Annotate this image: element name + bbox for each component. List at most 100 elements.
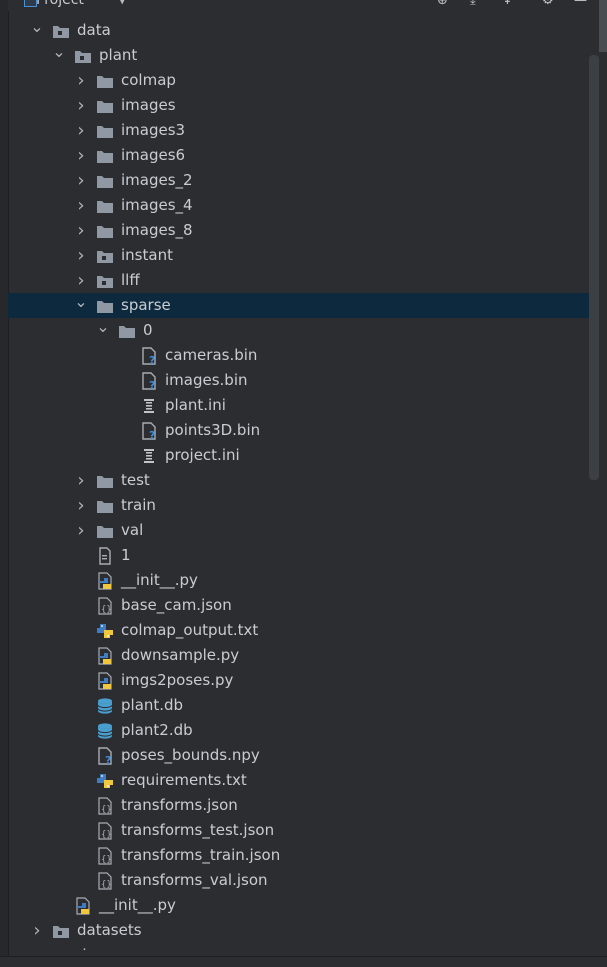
tree-node-label: images xyxy=(121,96,176,114)
bottom-toolbar xyxy=(0,956,607,967)
tree-node-images3[interactable]: ›images3 xyxy=(8,118,599,143)
chevron-right-icon[interactable]: › xyxy=(77,70,85,91)
chevron-right-icon[interactable]: › xyxy=(30,943,44,950)
json-file-icon: {} xyxy=(96,597,114,615)
tree-node-transforms-val-json[interactable]: {}transforms_val.json xyxy=(8,868,599,893)
chevron-right-icon[interactable]: › xyxy=(33,920,41,941)
tree-node-init-py[interactable]: __init__.py xyxy=(8,893,599,918)
tree-node-label: docs xyxy=(77,943,112,950)
tree-node-colmap-output-txt[interactable]: colmap_output.txt xyxy=(8,618,599,643)
tree-node-val[interactable]: › val xyxy=(8,518,599,543)
tree-node-label: val xyxy=(121,521,144,539)
svg-text:{}: {} xyxy=(101,880,112,890)
chevron-down-icon[interactable]: ⌄ xyxy=(96,317,110,336)
tree-node-label: plant2.db xyxy=(121,721,193,739)
json-file-icon: {} xyxy=(96,797,114,815)
tree-node-instant[interactable]: ›instant xyxy=(8,243,599,268)
collapse-all-icon[interactable]: ⤓ xyxy=(470,0,476,8)
tree-node-label: images6 xyxy=(121,146,186,164)
tree-node-transforms-test-json[interactable]: {}transforms_test.json xyxy=(8,818,599,843)
chevron-down-icon[interactable]: ⌄ xyxy=(74,292,88,311)
json-file-icon: {} xyxy=(96,822,114,840)
tree-node-colmap[interactable]: ›colmap xyxy=(8,68,599,93)
json-file-icon: {} xyxy=(96,872,114,890)
chevron-right-icon[interactable]: › xyxy=(77,270,85,291)
tree-node-images-8[interactable]: ›images_8 xyxy=(8,218,599,243)
tree-node-images-2[interactable]: ›images_2 xyxy=(8,168,599,193)
database-icon xyxy=(96,722,114,740)
folder-icon xyxy=(96,522,114,540)
tree-node-images-4[interactable]: › images_4 xyxy=(8,193,599,218)
chevron-right-icon[interactable]: › xyxy=(77,145,85,166)
tree-node-test[interactable]: ›test xyxy=(8,468,599,493)
tree-node-label: points3D.bin xyxy=(165,421,261,439)
tree-node-llff[interactable]: ›llff xyxy=(8,268,599,293)
tree-node-imgs2poses-py[interactable]: imgs2poses.py xyxy=(8,668,599,693)
unknown-file-icon: ? xyxy=(96,747,114,767)
tree-node-label: sparse xyxy=(121,296,171,314)
unknown-file-icon: ? xyxy=(140,347,158,367)
tree-node-images[interactable]: › images xyxy=(8,93,599,118)
tree-node-data[interactable]: ⌄data xyxy=(8,18,599,43)
folder-icon xyxy=(96,97,114,115)
expand-icon[interactable]: ⇞ xyxy=(502,0,513,8)
folder-icon xyxy=(96,297,114,315)
tree-node-transforms-json[interactable]: {}transforms.json xyxy=(8,793,599,818)
chevron-right-icon[interactable]: › xyxy=(77,95,85,116)
chevron-right-icon[interactable]: › xyxy=(77,495,85,516)
tree-node-label: plant.ini xyxy=(165,396,226,414)
python-file-icon xyxy=(96,647,114,665)
tree-node-label: datasets xyxy=(77,921,142,939)
module-folder-icon xyxy=(52,22,70,40)
tree-node-label: cameras.bin xyxy=(165,346,258,364)
tree-node-plant-db[interactable]: plant.db xyxy=(8,693,599,718)
chevron-right-icon[interactable]: › xyxy=(77,245,85,266)
database-icon xyxy=(96,697,114,715)
tree-node-poses-bounds-npy[interactable]: ? poses_bounds.npy xyxy=(8,743,599,768)
tree-node-datasets[interactable]: › datasets xyxy=(8,918,599,943)
svg-text:{}: {} xyxy=(101,855,112,865)
tree-node-1[interactable]: 1 xyxy=(8,543,599,568)
chevron-down-icon[interactable]: ⌄ xyxy=(52,42,66,61)
tree-node-cameras-bin[interactable]: ? cameras.bin xyxy=(8,343,599,368)
tree-node-requirements-txt[interactable]: requirements.txt xyxy=(8,768,599,793)
chevron-right-icon[interactable]: › xyxy=(77,220,85,241)
module-folder-icon xyxy=(96,272,114,290)
chevron-right-icon[interactable]: › xyxy=(77,470,85,491)
tree-node-init-py[interactable]: __init__.py xyxy=(8,568,599,593)
module-folder-icon xyxy=(52,947,70,950)
tree-node-plant-ini[interactable]: plant.ini xyxy=(8,393,599,418)
project-tree[interactable]: ⌄data⌄plant›colmap›images›images3›images… xyxy=(8,18,599,950)
chevron-right-icon[interactable]: › xyxy=(77,170,85,191)
chevron-right-icon[interactable]: › xyxy=(77,520,85,541)
tree-node-plant[interactable]: ⌄plant xyxy=(8,43,599,68)
svg-text:?: ? xyxy=(149,354,155,365)
tree-node-0[interactable]: ⌄0 xyxy=(8,318,599,343)
python-file-icon xyxy=(96,572,114,590)
panel-title[interactable]: Project xyxy=(36,0,84,8)
tree-scrollbar-thumb[interactable] xyxy=(589,55,599,480)
tree-node-docs[interactable]: › docs xyxy=(8,943,599,950)
tree-node-label: images_4 xyxy=(121,196,193,214)
tree-node-plant2-db[interactable]: plant2.db xyxy=(8,718,599,743)
settings-icon[interactable]: ⚙ xyxy=(542,0,554,8)
tree-node-train[interactable]: ›train xyxy=(8,493,599,518)
tree-node-label: poses_bounds.npy xyxy=(121,746,260,764)
tree-node-project-ini[interactable]: project.ini xyxy=(8,443,599,468)
chevron-down-icon[interactable]: ⌄ xyxy=(30,18,44,36)
folder-icon xyxy=(96,122,114,140)
chevron-down-icon[interactable]: ▼ xyxy=(118,0,126,6)
hide-icon[interactable]: — xyxy=(574,0,587,8)
svg-text:{}: {} xyxy=(101,805,112,815)
tree-node-images6[interactable]: › images6 xyxy=(8,143,599,168)
chevron-right-icon[interactable]: › xyxy=(77,120,85,141)
tree-node-base-cam-json[interactable]: {}base_cam.json xyxy=(8,593,599,618)
tree-node-points3d-bin[interactable]: ? points3D.bin xyxy=(8,418,599,443)
tree-node-images-bin[interactable]: ?images.bin xyxy=(8,368,599,393)
tree-node-downsample-py[interactable]: downsample.py xyxy=(8,643,599,668)
tree-node-sparse[interactable]: ⌄ sparse xyxy=(8,293,599,318)
chevron-right-icon[interactable]: › xyxy=(77,195,85,216)
svg-text:?: ? xyxy=(149,429,155,440)
locate-icon[interactable]: ⊕ xyxy=(437,0,448,8)
tree-node-transforms-train-json[interactable]: {}transforms_train.json xyxy=(8,843,599,868)
